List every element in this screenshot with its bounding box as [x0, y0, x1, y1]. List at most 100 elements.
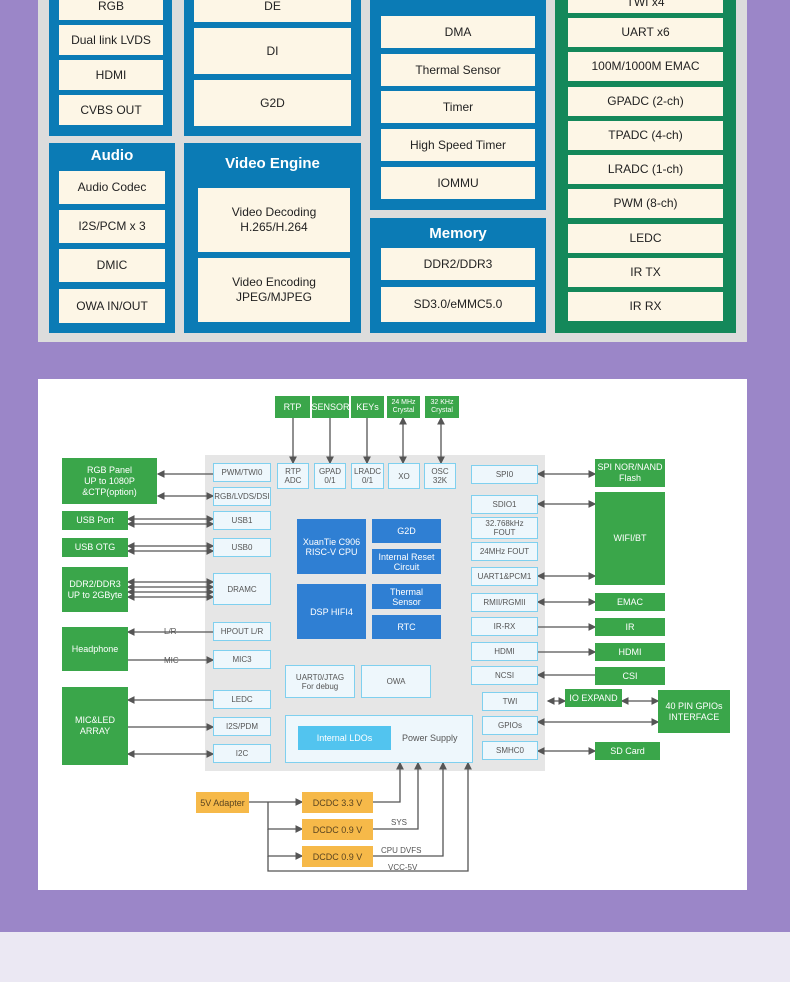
memory-group: Memory DDR2/DDR3 SD3.0/eMMC5.0 — [370, 218, 546, 333]
rgb-panel: RGB Panel UP to 1080P &CTP(option) — [62, 458, 157, 504]
display-item: HDMI — [59, 60, 163, 90]
de-item: DI — [194, 28, 351, 74]
spi-flash: SPI NOR/NAND Flash — [595, 459, 665, 487]
uart0-jtag-block: UART0/JTAG For debug — [285, 665, 355, 698]
wire-label-cpu-dvfs: CPU DVFS — [381, 846, 422, 855]
audio-item: I2S/PCM x 3 — [59, 210, 165, 243]
sensor-external: SENSOR — [312, 396, 350, 418]
interface-item: IR RX — [568, 292, 723, 321]
crystal-24mhz: 24 MHz Crystal — [387, 396, 420, 418]
wire-label-mic: MIC — [164, 656, 179, 665]
io-expand: IO EXPAND — [565, 689, 622, 707]
pin-ncsi: NCSI — [471, 666, 538, 685]
system-item: High Speed Timer — [381, 129, 535, 161]
display-item: RGB — [59, 0, 163, 20]
hdmi-port: HDMI — [595, 643, 665, 661]
interface-item: TWI x4 — [568, 0, 723, 13]
display-group: RGB Dual link LVDS HDMI CVBS OUT — [49, 0, 172, 136]
video-engine-title: Video Engine — [225, 155, 320, 172]
page-footer — [0, 932, 790, 982]
soc-diagram-panel: RTP SENSOR KEYs 24 MHz Crystal 32 KHz Cr… — [38, 379, 747, 890]
interface-item: GPADC (2-ch) — [568, 87, 723, 116]
display-item: CVBS OUT — [59, 95, 163, 125]
csi-camera: CSI — [595, 667, 665, 685]
audio-title: Audio — [90, 147, 134, 164]
usb-otg: USB OTG — [62, 538, 128, 557]
5v-adapter: 5V Adapter — [196, 792, 249, 813]
pin-ir-rx: IR-RX — [471, 617, 538, 636]
wire-label-sys: SYS — [391, 818, 408, 827]
audio-item: Audio Codec — [59, 171, 165, 204]
interface-item: UART x6 — [568, 18, 723, 47]
pin-i2c: I2C — [213, 744, 271, 763]
pin-hdmi: HDMI — [471, 642, 538, 661]
interface-item: LRADC (1-ch) — [568, 155, 723, 184]
rtp-external: RTP — [275, 396, 310, 418]
internal-ldos: Internal LDOs — [298, 726, 391, 750]
wire-label-vcc: VCC-5V — [388, 863, 418, 872]
pin-sdio1: SDIO1 — [471, 495, 538, 514]
pin-smhc0: SMHC0 — [482, 741, 538, 760]
headphone: Headphone — [62, 627, 128, 671]
keys-external: KEYs — [351, 396, 384, 418]
display-engine-group: DE DI G2D — [184, 0, 361, 136]
memory-item: DDR2/DDR3 — [381, 248, 535, 280]
pin-ledc: LEDC — [213, 690, 271, 709]
pin-dramc: DRAMC — [213, 573, 271, 605]
ddr-memory: DDR2/DDR3 UP to 2GByte — [62, 567, 128, 612]
interface-item: IR TX — [568, 258, 723, 287]
system-item: DMA — [381, 16, 535, 48]
pin-i2s-pdm: I2S/PDM — [213, 717, 271, 736]
dcdc-0v9-cpu: DCDC 0.9 V — [302, 846, 373, 867]
audio-group: Audio Audio Codec I2S/PCM x 3 DMIC OWA I… — [49, 143, 175, 333]
crystal-32khz: 32 KHz Crystal — [425, 396, 459, 418]
pin-24m-fout: 24MHz FOUT — [471, 542, 538, 561]
system-group: DMA Thermal Sensor Timer High Speed Time… — [370, 0, 546, 210]
interface-item: 100M/1000M EMAC — [568, 52, 723, 81]
display-item: Dual link LVDS — [59, 25, 163, 55]
sd-card: SD Card — [595, 742, 660, 760]
usb-port: USB Port — [62, 511, 128, 530]
pin-32k-fout: 32.768kHz FOUT — [471, 517, 538, 539]
system-item: Thermal Sensor — [381, 54, 535, 86]
pin-usb0: USB0 — [213, 538, 271, 557]
system-item: Timer — [381, 91, 535, 123]
video-engine-item: Video Decoding H.265/H.264 — [198, 188, 350, 252]
pin-rtp-adc: RTP ADC — [277, 463, 309, 489]
dcdc-0v9-sys: DCDC 0.9 V — [302, 819, 373, 840]
emac: EMAC — [595, 593, 665, 611]
gpio-header: 40 PIN GPIOs INTERFACE — [658, 690, 730, 733]
interface-item: LEDC — [568, 224, 723, 253]
thermal-sensor-block: Thermal Sensor — [372, 584, 441, 609]
pin-gpios: GPIOs — [482, 716, 538, 735]
pin-lradc: LRADC 0/1 — [351, 463, 384, 489]
de-item: G2D — [194, 80, 351, 126]
reset-circuit-block: Internal Reset Circuit — [372, 549, 441, 574]
owa-block: OWA — [361, 665, 431, 698]
de-item: DE — [194, 0, 351, 22]
block-diagram-panel: RGB Dual link LVDS HDMI CVBS OUT DE DI G… — [38, 0, 747, 342]
pin-usb1: USB1 — [213, 511, 271, 530]
power-supply-label: Power Supply — [402, 733, 458, 743]
memory-title: Memory — [429, 225, 487, 242]
pin-mic3: MIC3 — [213, 650, 271, 669]
wire-label-lr: L/R — [164, 627, 177, 636]
pin-twi: TWI — [482, 692, 538, 711]
interfaces-group: TWI x4 UART x6 100M/1000M EMAC GPADC (2-… — [555, 0, 736, 333]
video-engine-item: Video Encoding JPEG/MJPEG — [198, 258, 350, 322]
audio-item: DMIC — [59, 249, 165, 282]
pin-gpad: GPAD 0/1 — [314, 463, 346, 489]
system-item: IOMMU — [381, 167, 535, 199]
pin-uart1-pcm1: UART1&PCM1 — [471, 567, 538, 586]
dcdc-3v3: DCDC 3.3 V — [302, 792, 373, 813]
pin-spi0: SPI0 — [471, 465, 538, 484]
pin-rgb-lvds-dsi: RGB/LVDS/DSI — [213, 487, 271, 506]
interface-item: TPADC (4-ch) — [568, 121, 723, 150]
audio-item: OWA IN/OUT — [59, 289, 165, 323]
g2d-block: G2D — [372, 519, 441, 543]
memory-item: SD3.0/eMMC5.0 — [381, 287, 535, 322]
video-engine-group: Video Engine Video Decoding H.265/H.264 … — [184, 143, 361, 333]
wifi-bt: WIFI/BT — [595, 492, 665, 585]
pin-hpout: HPOUT L/R — [213, 622, 271, 641]
rtc-block: RTC — [372, 615, 441, 639]
